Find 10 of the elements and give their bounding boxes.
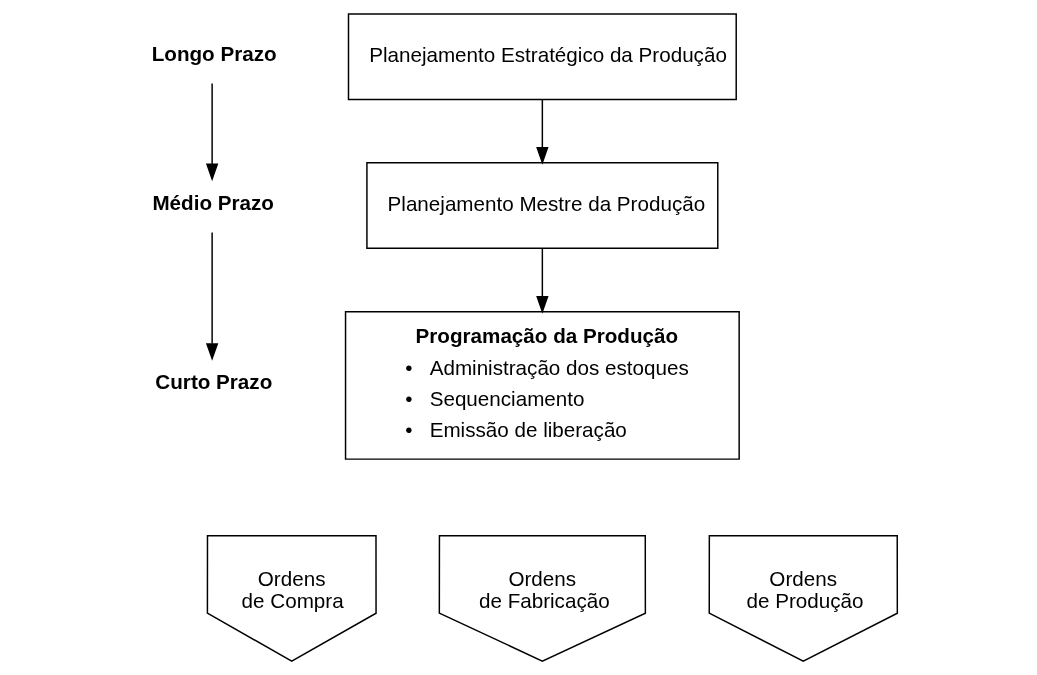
node-text: Médio Prazo <box>152 190 274 214</box>
arrow <box>536 98 549 165</box>
node-box: Planejamento Estratégico da Produção <box>347 13 737 101</box>
arrow <box>205 231 219 361</box>
node-box: Programação da Produção • Administração dos estoques • Sequenciamento • Emissão de liberação <box>344 310 740 460</box>
node-text: Curto Prazo <box>155 370 273 394</box>
arrow <box>205 82 219 182</box>
arrow <box>536 247 549 314</box>
node-box: Planejamento Mestre da Produção <box>366 162 719 250</box>
node-text: Longo Prazo <box>151 41 277 65</box>
